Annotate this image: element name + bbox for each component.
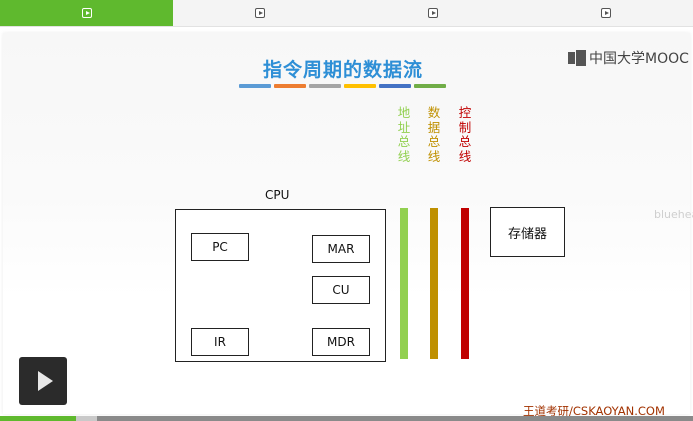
- memory-box: 存储器: [490, 207, 565, 257]
- address-bus-label: 地址总线: [397, 105, 411, 164]
- watermark-text: bluehea: [654, 208, 693, 221]
- tab-2[interactable]: [173, 0, 346, 26]
- tab-1[interactable]: [0, 0, 173, 26]
- video-progress-bar[interactable]: [0, 416, 693, 421]
- title-underline-bar-5: [379, 84, 411, 88]
- tab-4[interactable]: [519, 0, 693, 26]
- mooc-logo-icon: [568, 50, 586, 66]
- title-underline-bar-3: [309, 84, 341, 88]
- mooc-logo-text: 中国大学MOOC: [589, 51, 689, 67]
- control-bus: [461, 208, 469, 359]
- cpu-label: CPU: [265, 188, 290, 202]
- mooc-logo: 中国大学MOOC: [568, 48, 689, 68]
- data-bus-label: 数据总线: [427, 105, 441, 164]
- title-underline-bar-4: [344, 84, 376, 88]
- register-ir: IR: [191, 328, 249, 356]
- title-underline-bar-1: [239, 84, 271, 88]
- register-mar: MAR: [312, 235, 370, 263]
- cpu-box: PC MAR CU IR MDR: [175, 209, 386, 362]
- control-bus-label: 控制总线: [458, 105, 472, 164]
- play-icon: [601, 8, 611, 18]
- register-pc: PC: [191, 233, 249, 261]
- play-icon: [427, 8, 438, 18]
- lesson-tab-bar: [0, 0, 693, 27]
- play-icon: [81, 8, 92, 18]
- play-icon: [37, 371, 53, 391]
- tab-3[interactable]: [346, 0, 519, 26]
- register-mdr: MDR: [312, 328, 370, 356]
- play-icon: [254, 8, 265, 18]
- slide-title: 指令周期的数据流: [262, 59, 423, 81]
- data-bus: [430, 208, 438, 359]
- footer-brand: 王道考研/CSKAOYAN.COM: [523, 404, 665, 418]
- control-unit-cu: CU: [312, 276, 370, 304]
- play-button[interactable]: [19, 357, 67, 405]
- title-underline-bar-6: [414, 84, 446, 88]
- address-bus: [400, 208, 408, 359]
- progress-played: [0, 416, 77, 421]
- title-underline-bar-2: [274, 84, 306, 88]
